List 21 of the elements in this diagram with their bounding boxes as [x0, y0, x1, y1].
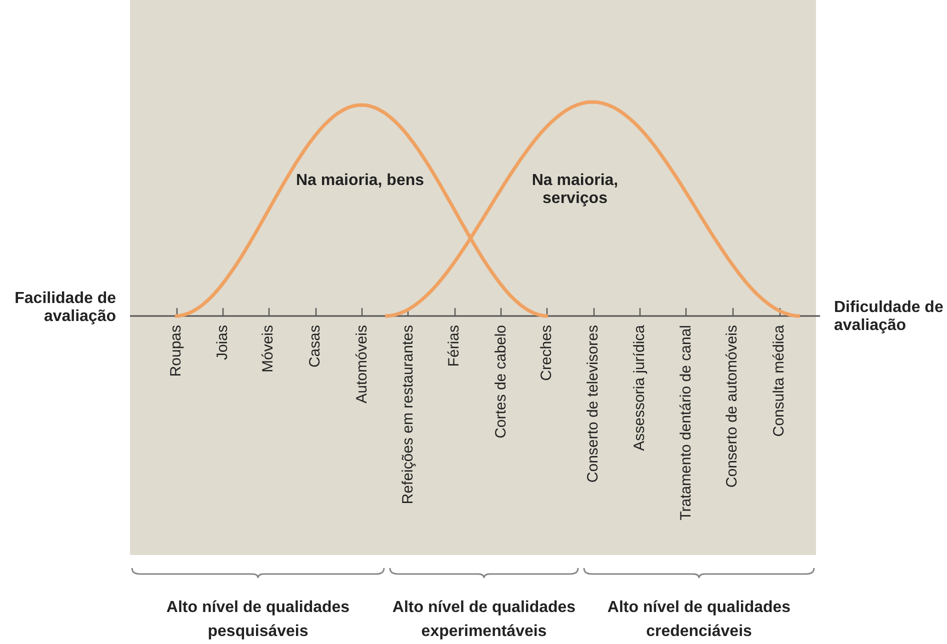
bracket-label: Alto nível de qualidades pesquisáveis: [165, 598, 351, 642]
bracket-label: Alto nível de qualidades experimentáveis: [391, 598, 577, 642]
category-label: Assessoria jurídica: [631, 325, 649, 451]
category-label: Conserto de automóveis: [724, 325, 742, 488]
category-label: Joias: [214, 325, 232, 360]
category-label: Consulta médica: [771, 325, 789, 437]
category-label: Férias: [446, 325, 464, 367]
category-label: Cortes de cabelo: [492, 325, 510, 438]
category-label: Roupas: [168, 325, 186, 377]
axis-label: Dificuldade de avaliação: [834, 299, 944, 335]
category-label: Conserto de televisores: [585, 325, 603, 483]
category-label: Automóveis: [353, 325, 371, 404]
category-label: Casas: [307, 325, 325, 368]
category-label: Refeições em restaurantes: [399, 325, 417, 504]
category-label: Tratamento dentário de canal: [677, 325, 695, 520]
axis-label: Facilidade de avaliação: [14, 290, 116, 326]
curve-label: Na maioria, serviços: [530, 172, 620, 208]
curve-label: Na maioria, bens: [294, 172, 426, 190]
category-label: Móveis: [260, 325, 278, 373]
category-label: Creches: [538, 325, 556, 381]
bracket-label: Alto nível de qualidades credenciáveis: [606, 598, 792, 642]
